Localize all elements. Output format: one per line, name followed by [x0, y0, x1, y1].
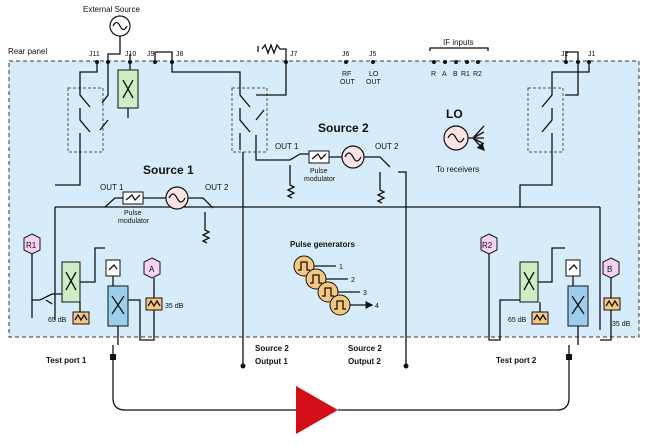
- jack-j8: J8: [176, 51, 184, 58]
- left-switch-box: [105, 259, 121, 277]
- jack-j5: J5: [369, 51, 377, 58]
- source2-oscillator-icon: [341, 145, 365, 169]
- lo-fanout-arrows: [468, 125, 484, 150]
- source2-output2-label-a: Source 2: [348, 344, 382, 353]
- jack-j1: J1: [588, 51, 596, 58]
- lo-title: LO: [446, 107, 463, 121]
- source2-pulse-modulator: [308, 150, 330, 164]
- left-switch-group: [67, 87, 104, 153]
- right-attenuator-65: [531, 311, 549, 325]
- jack-j6: J6: [342, 51, 350, 58]
- lo-out-label-1: LO: [369, 71, 379, 78]
- jack-j10: J10: [125, 51, 136, 58]
- source1-out2: OUT 2: [205, 183, 229, 192]
- middle-switch-group: [231, 87, 268, 153]
- source2-modulator-label-1: Pulse: [310, 168, 328, 175]
- if-input-b: B: [453, 71, 458, 78]
- jack-j7: J7: [290, 51, 298, 58]
- if-input-r1: R1: [461, 71, 470, 78]
- receiver-a: A: [143, 257, 161, 279]
- receiver-b: B: [602, 257, 620, 279]
- if-input-a: A: [442, 71, 447, 78]
- rear-panel-label: Rear panel: [8, 47, 47, 56]
- source1-modulator-label-1: Pulse: [124, 210, 142, 217]
- source2-output2-connector: [403, 363, 409, 369]
- if-input-r2: R2: [473, 71, 482, 78]
- external-source-label: External Source: [83, 5, 140, 14]
- source1-title: Source 1: [143, 163, 194, 177]
- receiver-r1: R1: [23, 233, 41, 255]
- test-port-2-label: Test port 2: [496, 356, 537, 365]
- source2-out1: OUT 1: [275, 142, 299, 151]
- pulse-generator-icons: [293, 255, 372, 316]
- if-input-r: R: [431, 71, 436, 78]
- amplifier-triangle: [296, 386, 338, 434]
- pulse-number-4: 4: [375, 303, 379, 310]
- left-att-35-label: 35 dB: [165, 303, 184, 310]
- source2-output2-label-b: Output 2: [348, 357, 381, 366]
- pulse-number-3: 3: [363, 290, 367, 297]
- left-att-65-label: 65 dB: [48, 317, 67, 324]
- source2-modulator-label-2: modulator: [304, 176, 336, 183]
- source2-title: Source 2: [318, 121, 369, 135]
- if-inputs-title: IF inputs: [443, 38, 474, 47]
- rf-out-label-2: OUT: [340, 79, 356, 86]
- svg-text:B: B: [607, 265, 612, 274]
- source2-output1-label-a: Source 2: [255, 344, 289, 353]
- source2-output1-connector: [240, 363, 246, 369]
- if-input-dots: [432, 60, 480, 64]
- source2-output1-label-b: Output 1: [255, 357, 288, 366]
- right-att-35-label: 35 dB: [612, 321, 631, 328]
- left-attenuator-65: [72, 311, 90, 325]
- jack-j11: J11: [89, 51, 100, 58]
- receiver-r2: R2: [480, 233, 498, 255]
- test-port-1-label: Test port 1: [46, 356, 87, 365]
- external-source-icon: [109, 15, 131, 37]
- source1-pulse-modulator: [122, 191, 144, 205]
- source2-out2: OUT 2: [375, 142, 399, 151]
- lo-out-label-2: OUT: [366, 79, 382, 86]
- svg-text:R2: R2: [482, 241, 493, 250]
- pulse-number-2: 2: [351, 277, 355, 284]
- jack-j9: J9: [147, 51, 155, 58]
- left-attenuator-35: [145, 297, 163, 311]
- source1-out1: OUT 1: [100, 183, 124, 192]
- svg-text:R1: R1: [26, 241, 37, 250]
- right-switch-box: [565, 259, 581, 277]
- jack-j2: J2: [561, 51, 569, 58]
- lo-caption: To receivers: [436, 165, 479, 174]
- right-switch-group: [527, 87, 564, 153]
- rf-out-label-1: RF: [342, 71, 351, 78]
- svg-text:A: A: [149, 265, 155, 274]
- right-att-65-label: 65 dB: [508, 317, 527, 324]
- right-attenuator-35: [603, 297, 621, 311]
- pulse-number-1: 1: [339, 264, 343, 271]
- lo-oscillator-icon: [443, 125, 469, 151]
- pulse-generators-title: Pulse generators: [290, 240, 355, 249]
- source1-oscillator-icon: [165, 186, 189, 210]
- source1-modulator-label-2: modulator: [118, 218, 150, 225]
